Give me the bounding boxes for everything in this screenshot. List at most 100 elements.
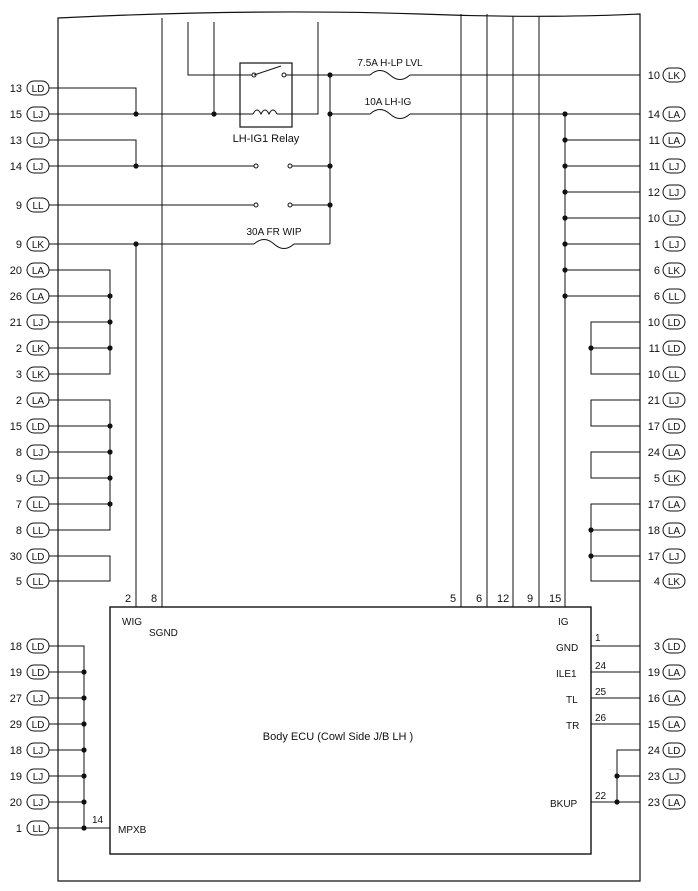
- connector-code: LL: [32, 824, 44, 835]
- connector-pin-number: 15: [10, 109, 22, 121]
- connector-pin-number: 20: [10, 265, 22, 277]
- connector-pill: [662, 288, 686, 304]
- connector-pin-number: 26: [10, 291, 22, 303]
- connector-pill: [26, 690, 50, 706]
- connector-code: LK: [668, 577, 681, 588]
- connector-pill: [662, 470, 686, 486]
- ecu-top-wires: [135, 14, 566, 607]
- connector-pin-number: 4: [654, 576, 660, 588]
- connector-pill: [26, 106, 50, 122]
- right-connector-23: 15 LA: [648, 716, 686, 732]
- relay-wires: [187, 22, 331, 244]
- connector-pin-number: 2: [16, 395, 22, 407]
- ecu-terminal-wig: WIG: [122, 617, 142, 628]
- connector-pin-number: 17: [648, 499, 660, 511]
- ecu-terminal-bkup: BKUP: [550, 799, 578, 810]
- connector-pill: [662, 340, 686, 356]
- lh-ig1-relay: [239, 62, 330, 128]
- connector-pin-number: 2: [16, 343, 22, 355]
- connector-code: LL: [32, 201, 44, 212]
- connector-pill: [662, 690, 686, 706]
- left-jumpers: [49, 269, 111, 829]
- fuse-h-lp-lvl-label: 7.5A H-LP LVL: [357, 58, 423, 69]
- connector-pill: [26, 794, 50, 810]
- connector-pin-number: 24: [648, 447, 660, 459]
- connector-pin-number: 18: [10, 641, 22, 653]
- ecu-pin-ile1: 24: [595, 661, 607, 672]
- connector-pill: [26, 496, 50, 512]
- connector-pill: [662, 742, 686, 758]
- connector-pill: [26, 470, 50, 486]
- connector-pin-number: 19: [10, 771, 22, 783]
- ecu-terminal-tr: TR: [566, 721, 579, 732]
- connector-pin-number: 1: [654, 239, 660, 251]
- connector-code: LJ: [33, 162, 44, 173]
- connector-pill: [662, 158, 686, 174]
- ecu-pin-9: 9: [527, 593, 533, 605]
- connector-pill: [662, 314, 686, 330]
- connector-pin-number: 7: [16, 499, 22, 511]
- connector-pill: [26, 262, 50, 278]
- connector-code: LD: [668, 746, 681, 757]
- connector-code: LK: [668, 266, 681, 277]
- connector-pill: [662, 716, 686, 732]
- connector-pill: [26, 444, 50, 460]
- relay-label: LH-IG1 Relay: [233, 133, 300, 145]
- connector-code: LJ: [669, 214, 680, 225]
- connector-pill: [662, 132, 686, 148]
- connector-pin-number: 14: [648, 109, 660, 121]
- ecu-title: Body ECU (Cowl Side J/B LH ): [263, 731, 413, 743]
- connector-pin-number: 8: [16, 447, 22, 459]
- connector-pin-number: 24: [648, 745, 660, 757]
- connector-pin-number: 15: [648, 719, 660, 731]
- connector-code: LJ: [669, 240, 680, 251]
- connector-pill: [662, 67, 686, 83]
- connector-code: LD: [32, 668, 45, 679]
- connector-pill: [662, 444, 686, 460]
- right-connector-6: 1 LJ: [654, 236, 686, 252]
- connector-pin-number: 8: [16, 525, 22, 537]
- connector-pin-number: 23: [648, 797, 660, 809]
- connector-code: LD: [32, 84, 45, 95]
- connector-pill: [26, 340, 50, 356]
- connector-code: LA: [668, 136, 681, 147]
- connector-pin-number: 10: [648, 317, 660, 329]
- connector-code: LA: [668, 720, 681, 731]
- junction-dots: [81, 72, 620, 831]
- connector-pin-number: 21: [10, 317, 22, 329]
- connector-pill: [662, 366, 686, 382]
- connector-code: LA: [32, 396, 45, 407]
- left-connector-11: 2 LA: [16, 392, 50, 408]
- connector-code: LA: [32, 292, 45, 303]
- ecu-terminal-ig: IG: [558, 617, 569, 628]
- connector-pin-number: 11: [649, 161, 660, 173]
- connector-pill: [26, 314, 50, 330]
- connector-pill: [662, 522, 686, 538]
- connector-code: LD: [668, 642, 681, 653]
- connector-code: LL: [32, 500, 44, 511]
- connector-pill: [26, 288, 50, 304]
- ecu-pin-5: 5: [450, 593, 456, 605]
- ecu-pin-6: 6: [476, 593, 482, 605]
